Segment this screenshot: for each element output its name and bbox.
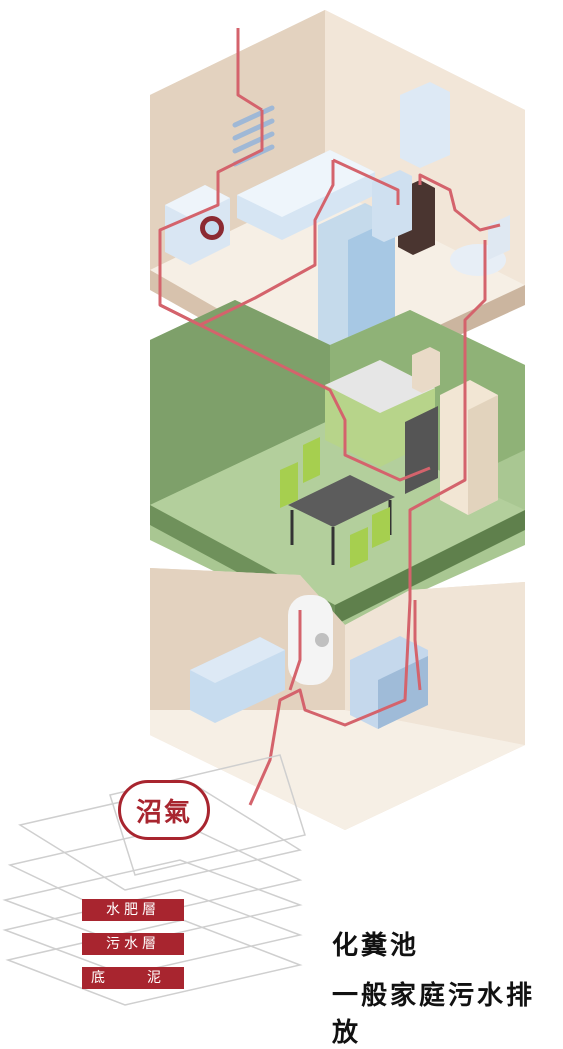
refrigerator — [440, 380, 498, 515]
range-hood — [412, 347, 440, 393]
caption-household-wastewater: 一般家庭污水排放 — [332, 981, 536, 1048]
house-cross-section-illustration — [2, 10, 525, 1006]
biogas-label: 沼氣 — [118, 780, 210, 840]
sink-mirror — [372, 170, 412, 242]
layer-fertilizer-label: 水肥層 — [82, 899, 184, 921]
boiler-tank — [190, 637, 285, 723]
caption-septic-tank: 化糞池 — [332, 931, 420, 961]
layer-sludge-label: 底 泥 — [82, 967, 184, 989]
wall-cabinet — [400, 82, 450, 168]
chairs — [280, 437, 390, 568]
towel-rack — [232, 105, 275, 167]
washing-machine — [165, 185, 230, 265]
layer-sewage-label: 污水層 — [82, 933, 184, 955]
kitchen-counter — [325, 360, 438, 494]
drain-pipes — [158, 28, 501, 806]
bathtub — [237, 150, 375, 240]
